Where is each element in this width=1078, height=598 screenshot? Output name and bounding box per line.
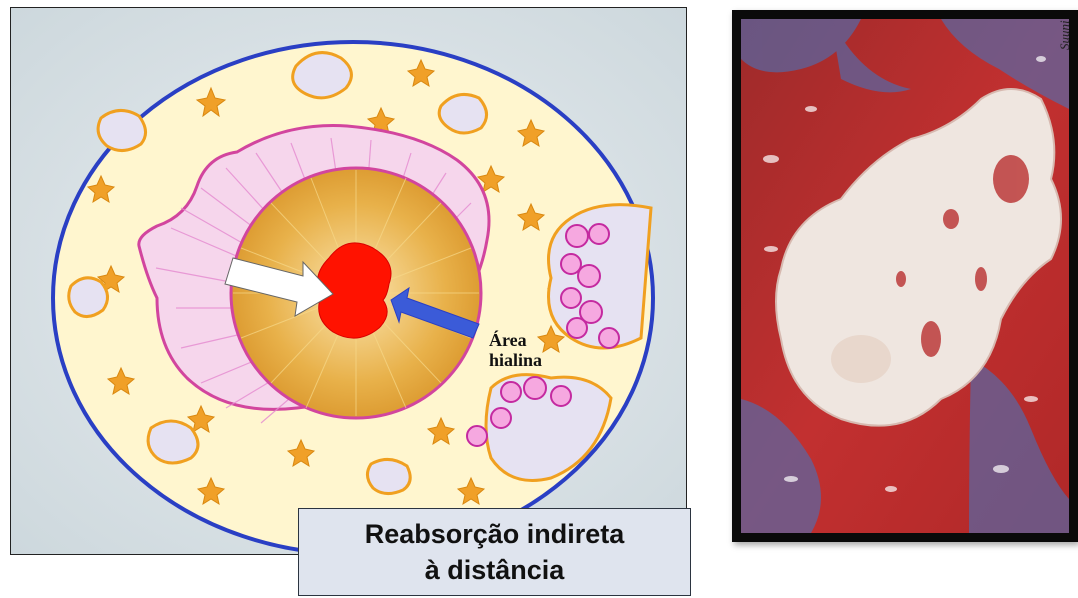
caption-line1: Reabsorção indireta bbox=[365, 516, 625, 552]
hyaline-area-diagram: Área hialina bbox=[11, 8, 687, 555]
hyaline-area-label-line1: Área bbox=[489, 329, 527, 350]
hyaline-area-label-line2: hialina bbox=[489, 350, 542, 370]
histology-photo bbox=[741, 19, 1069, 533]
diagram-panel: Área hialina bbox=[10, 7, 687, 555]
caption-box: Reabsorção indireta à distância bbox=[298, 508, 691, 596]
caption-line2: à distância bbox=[425, 552, 565, 588]
photographer-signature: Suuni bbox=[1057, 20, 1073, 50]
histology-photo-panel bbox=[732, 10, 1078, 542]
